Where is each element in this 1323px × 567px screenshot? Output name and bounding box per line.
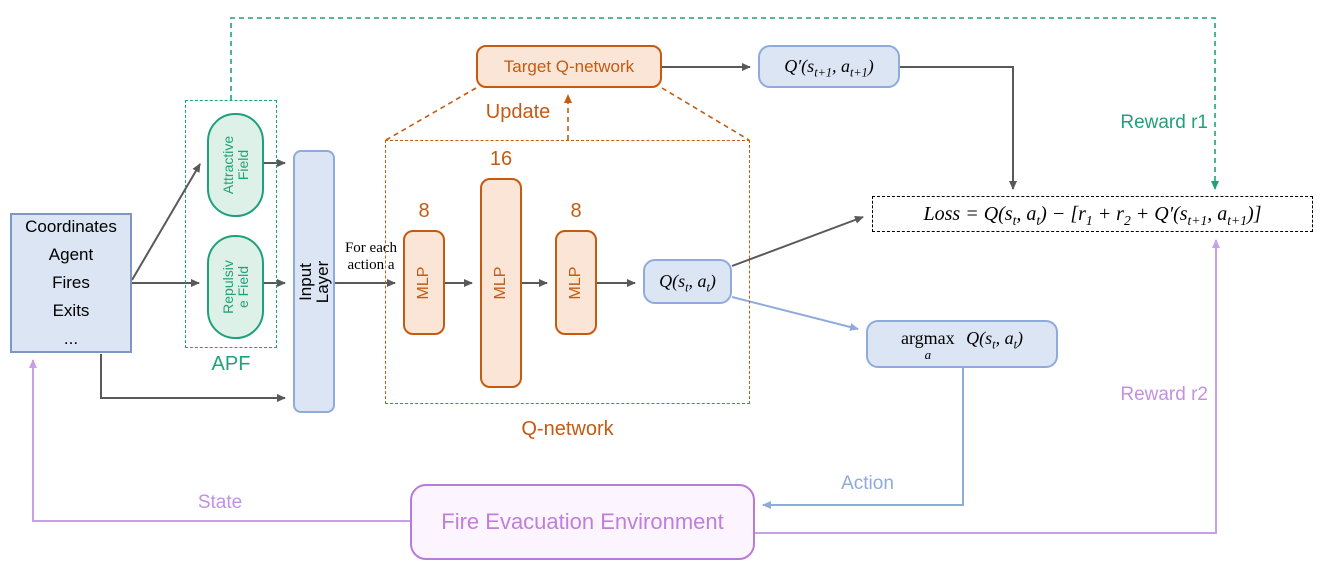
q-prime-node: Q′(st+1, at+1): [758, 45, 900, 88]
mlp2-size-label: 16: [489, 148, 513, 170]
edge-target-projection-right: [661, 87, 750, 141]
environment-node: Fire Evacuation Environment: [410, 484, 755, 560]
argmax-formula: argmax a Q(st, at): [901, 328, 1023, 361]
q-network-group-box: [385, 140, 750, 404]
apf-label: APF: [211, 353, 251, 375]
mlp1-label: MLP: [415, 266, 432, 299]
mlp3-size-label: 8: [570, 200, 582, 222]
edge-qprime-to-loss: [900, 66, 1017, 190]
mlp2-node: MLP: [480, 178, 522, 388]
edge-qout-to-argmax: [731, 296, 859, 331]
mlp3-label: MLP: [567, 266, 584, 299]
target-q-network-node: Target Q-network: [476, 45, 662, 88]
update-label: Update: [485, 101, 551, 123]
input-layer-label: Input Layer: [296, 260, 332, 303]
argmax-operator: argmax a: [901, 329, 955, 361]
target-q-network-label: Target Q-network: [503, 56, 635, 76]
edge-target-projection-left: [385, 87, 477, 141]
action-label: Action: [841, 473, 894, 494]
mlp3-node: MLP: [555, 230, 597, 335]
reward-r1-label: Reward r1: [1120, 112, 1208, 133]
mlp1-node: MLP: [403, 230, 445, 335]
repulsive-field-node: Repulsiv e Field: [207, 235, 264, 339]
argmax-expression: Q(st, at): [966, 327, 1023, 352]
mlp1-size-label: 8: [418, 200, 430, 222]
loss-formula: Loss = Q(st, at) − [r1 + r2 + Q′(st+1, a…: [923, 202, 1262, 228]
argmax-subscript: a: [924, 346, 932, 362]
reward-r2-label: Reward r2: [1120, 384, 1208, 405]
environment-label: Fire Evacuation Environment: [441, 509, 724, 534]
state-features-box: Coordinates Agent Fires Exits ...: [10, 213, 132, 353]
argmax-word: argmax: [901, 327, 955, 348]
attractive-field-label: Attractive Field: [219, 135, 251, 195]
q-network-label: Q-network: [521, 418, 614, 440]
attractive-field-node: Attractive Field: [207, 113, 264, 217]
argmax-node: argmax a Q(st, at): [866, 320, 1058, 368]
state-label: State: [197, 492, 243, 513]
input-layer-node: Input Layer: [293, 150, 335, 413]
repulsive-field-label: Repulsiv e Field: [219, 260, 251, 314]
q-value-node: Q(st, at): [643, 259, 732, 304]
edge-qout-to-loss: [731, 216, 864, 267]
state-features-text: Coordinates Agent Fires Exits ...: [25, 217, 117, 348]
q-value-formula: Q(st, at): [659, 271, 716, 295]
q-prime-formula: Q′(st+1, at+1): [784, 56, 874, 80]
mlp2-label: MLP: [492, 266, 509, 300]
for-each-action-label: For each action a: [344, 240, 398, 273]
apf-group-box: [185, 100, 277, 348]
loss-function-box: Loss = Q(st, at) − [r1 + r2 + Q′(st+1, a…: [872, 196, 1313, 232]
